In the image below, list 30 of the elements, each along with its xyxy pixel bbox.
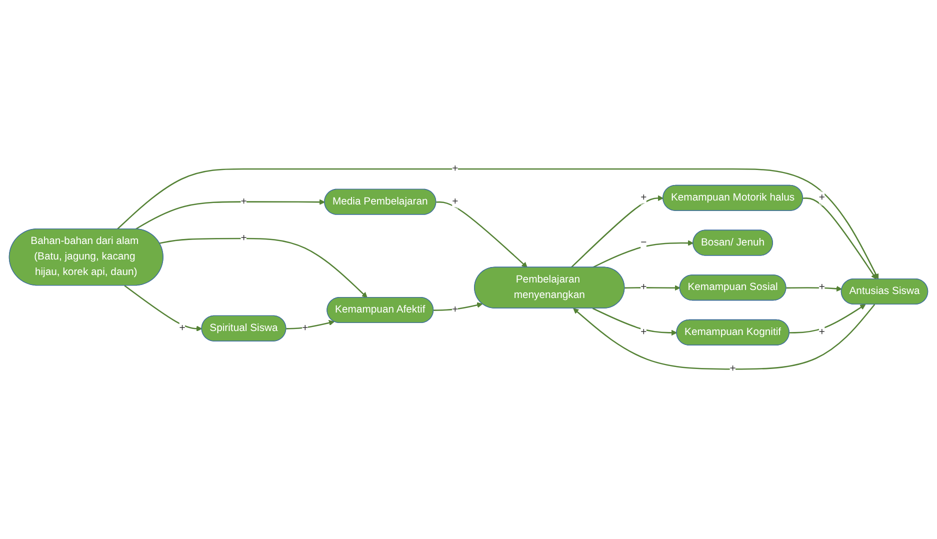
edge-label: + bbox=[302, 322, 308, 334]
arrow bbox=[570, 196, 664, 268]
arrow bbox=[286, 320, 335, 330]
edge-label: + bbox=[452, 304, 458, 316]
edge-label: + bbox=[818, 192, 825, 204]
edge-label: + bbox=[240, 196, 247, 208]
edge-label: + bbox=[640, 282, 647, 294]
edge-label: + bbox=[640, 192, 647, 204]
arrow bbox=[802, 198, 877, 280]
arrow bbox=[592, 240, 694, 268]
edge-label: + bbox=[640, 327, 647, 338]
edge-label: + bbox=[452, 196, 458, 208]
edge-label: + bbox=[179, 322, 186, 334]
arrow bbox=[592, 308, 678, 336]
arrow bbox=[124, 286, 202, 332]
edge-label: + bbox=[730, 364, 736, 375]
edge-label: − bbox=[640, 237, 647, 248]
arrow bbox=[786, 286, 842, 292]
arrow bbox=[135, 200, 325, 230]
arrow bbox=[434, 302, 483, 312]
arrow bbox=[624, 285, 680, 292]
arrow bbox=[116, 168, 879, 280]
arrow bbox=[436, 202, 528, 268]
arrow bbox=[789, 304, 866, 334]
edge-label: + bbox=[818, 327, 825, 338]
arrow bbox=[573, 304, 876, 370]
arrow bbox=[159, 238, 368, 298]
edge-label: + bbox=[240, 233, 247, 244]
edge-label: + bbox=[818, 282, 825, 294]
edge-label: + bbox=[452, 164, 458, 175]
